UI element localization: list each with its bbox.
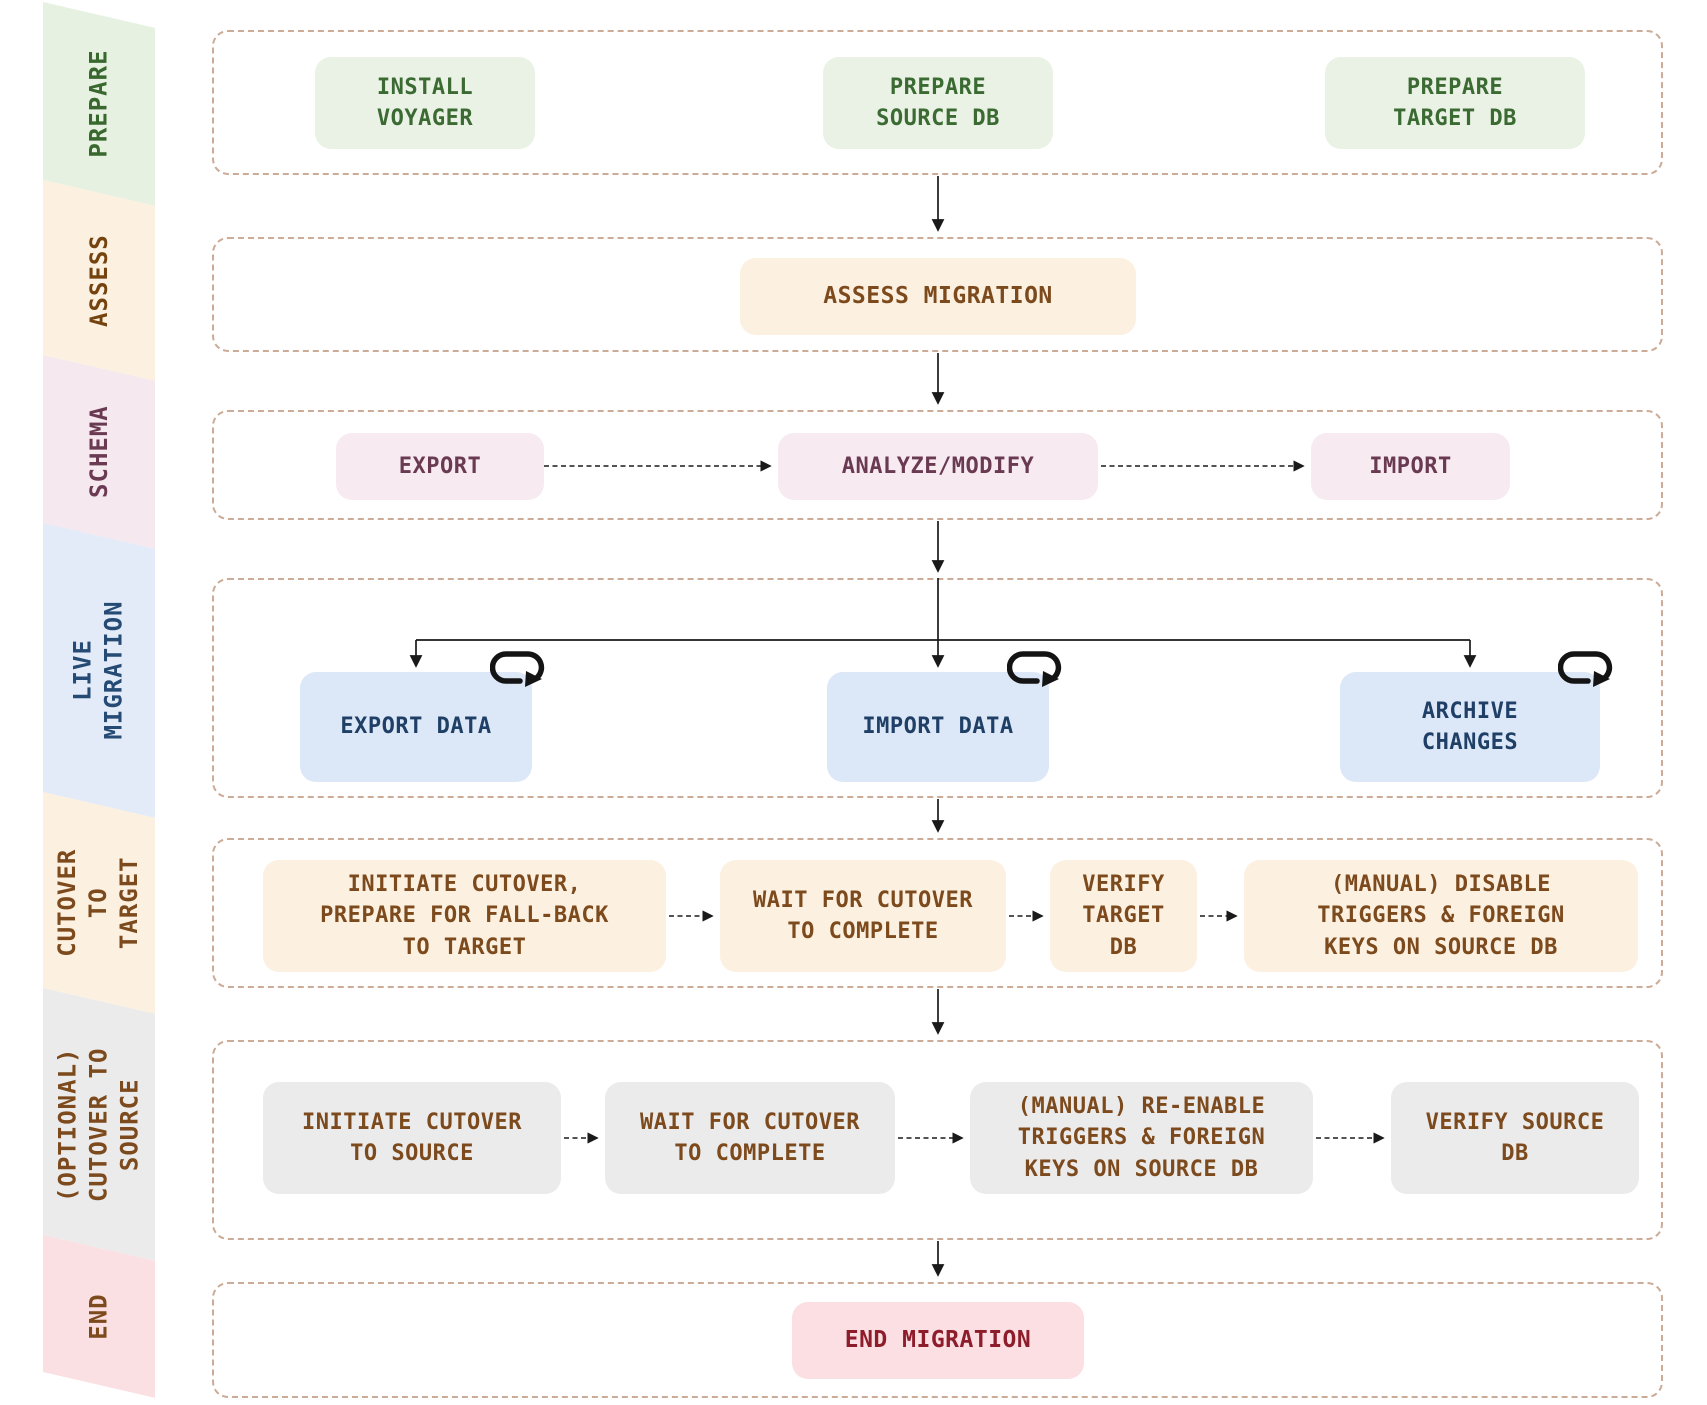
stage-band-prepare: PREPARE <box>43 2 155 206</box>
stage-band-label: SCHEMA <box>84 405 113 499</box>
node-prepare-target-db: PREPARE TARGET DB <box>1325 57 1585 149</box>
node-prepare-source-db: PREPARE SOURCE DB <box>823 57 1053 149</box>
stage-band-label: PREPARE <box>84 49 113 159</box>
stage-band-label: LIVE MIGRATION <box>68 600 129 740</box>
node-initiate-cutover-source: INITIATE CUTOVER TO SOURCE <box>263 1082 561 1194</box>
node-verify-target-db: VERIFY TARGET DB <box>1050 860 1197 972</box>
stage-band-label: END <box>84 1293 113 1340</box>
node-export-schema: EXPORT <box>336 433 544 500</box>
node-archive-changes: ARCHIVE CHANGES <box>1340 672 1600 782</box>
node-manual-reenable-triggers: (MANUAL) RE-ENABLE TRIGGERS & FOREIGN KE… <box>970 1082 1313 1194</box>
repeat-loop-icon <box>1557 646 1614 692</box>
node-import-schema: IMPORT <box>1311 433 1510 500</box>
node-install-voyager: INSTALL VOYAGER <box>315 57 535 149</box>
node-assess-migration: ASSESS MIGRATION <box>740 258 1136 335</box>
stage-band-schema: SCHEMA <box>43 355 155 549</box>
stage-band-cutover-to-source: (OPTIONAL) CUTOVER TO SOURCE <box>43 988 155 1261</box>
node-verify-source-db: VERIFY SOURCE DB <box>1391 1082 1639 1194</box>
stage-band-assess: ASSESS <box>43 180 155 381</box>
stage-band-live-migration: LIVE MIGRATION <box>43 523 155 818</box>
stage-band-label: CUTOVER TO TARGET <box>53 848 144 958</box>
repeat-loop-icon <box>489 646 546 692</box>
node-manual-disable-triggers: (MANUAL) DISABLE TRIGGERS & FOREIGN KEYS… <box>1244 860 1638 972</box>
node-import-data: IMPORT DATA <box>827 672 1049 782</box>
repeat-loop-icon <box>1006 646 1063 692</box>
stage-band-label: ASSESS <box>84 234 113 327</box>
node-analyze-modify: ANALYZE/MODIFY <box>778 433 1098 500</box>
node-end-migration: END MIGRATION <box>792 1302 1084 1379</box>
stage-band-cutover-to-target: CUTOVER TO TARGET <box>43 792 155 1014</box>
node-export-data: EXPORT DATA <box>300 672 532 782</box>
node-wait-cutover-target: WAIT FOR CUTOVER TO COMPLETE <box>720 860 1006 972</box>
node-initiate-cutover-target: INITIATE CUTOVER, PREPARE FOR FALL-BACK … <box>263 860 666 972</box>
stage-band-end: END <box>43 1235 155 1398</box>
node-wait-cutover-source: WAIT FOR CUTOVER TO COMPLETE <box>605 1082 895 1194</box>
stage-band-label: (OPTIONAL) CUTOVER TO SOURCE <box>53 1047 144 1202</box>
